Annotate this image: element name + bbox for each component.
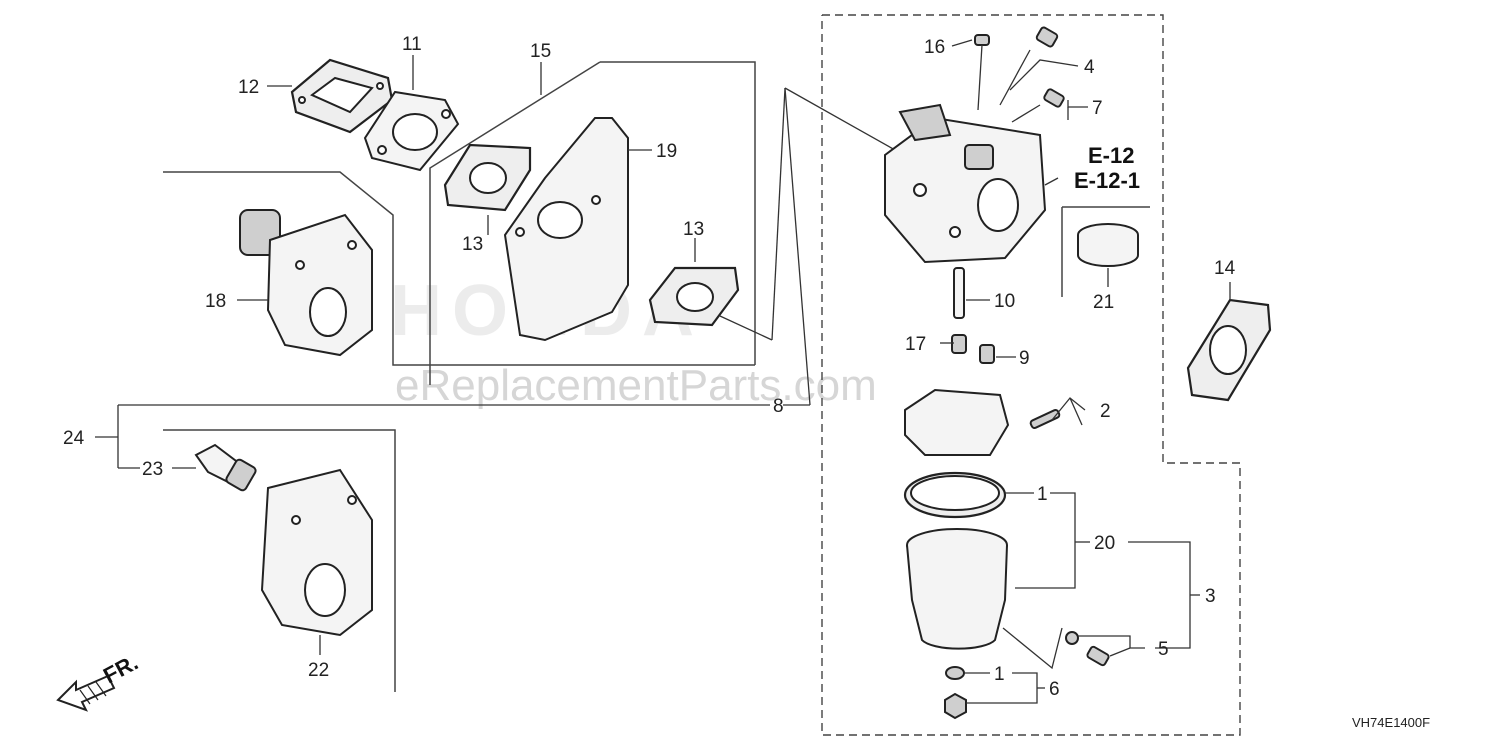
callout-1-lower: 1 xyxy=(994,664,1005,685)
callout-23: 23 xyxy=(142,459,163,480)
front-direction-indicator: FR. xyxy=(56,650,142,712)
callout-4: 4 xyxy=(1084,57,1095,78)
part-14-gasket xyxy=(1186,298,1272,402)
part-10-part-17-jets xyxy=(951,267,995,364)
part-21-cap xyxy=(1077,223,1139,267)
reference-e-12-1: E-12-1 xyxy=(1074,168,1140,193)
callout-labels: 12 11 15 19 13 13 18 24 23 22 16 4 7 10 … xyxy=(63,34,1236,700)
diagram-code: VH74E1400F xyxy=(1352,715,1430,730)
callout-24: 24 xyxy=(63,428,85,449)
part-5-drain-screw xyxy=(1065,631,1110,667)
part-22-carburetor-body xyxy=(260,468,373,637)
callout-16: 16 xyxy=(924,37,945,58)
watermark-site: eReplacementParts.com xyxy=(395,361,877,410)
callout-10: 10 xyxy=(994,291,1015,312)
reference-e-12: E-12 xyxy=(1088,143,1134,168)
callout-21: 21 xyxy=(1093,292,1114,313)
part-18-carburetor-body xyxy=(239,209,373,357)
callout-12: 12 xyxy=(238,77,259,98)
part-6-bolt xyxy=(944,666,967,720)
callout-3: 3 xyxy=(1205,586,1216,607)
callout-13-right: 13 xyxy=(683,219,704,240)
part-20-float-chamber xyxy=(906,528,1008,650)
callout-19: 19 xyxy=(656,141,677,162)
callout-11: 11 xyxy=(402,34,422,55)
part-1-o-ring xyxy=(903,471,1007,519)
part-11-insulator xyxy=(363,90,460,172)
part-16-screw xyxy=(974,34,990,111)
callout-18: 18 xyxy=(205,291,226,312)
callout-5: 5 xyxy=(1158,639,1169,660)
part-13-gasket-right xyxy=(648,266,740,327)
front-arrow-icon xyxy=(56,674,116,712)
callout-1-upper: 1 xyxy=(1037,484,1048,505)
callout-2: 2 xyxy=(1100,401,1111,422)
part-13-gasket-left xyxy=(443,143,532,212)
callout-8: 8 xyxy=(773,396,784,417)
callout-14: 14 xyxy=(1214,258,1236,279)
part-23-solenoid xyxy=(194,443,257,492)
callout-9: 9 xyxy=(1019,348,1030,369)
callout-6: 6 xyxy=(1049,679,1060,700)
callout-22: 22 xyxy=(308,660,329,681)
callout-20: 20 xyxy=(1094,533,1115,554)
part-4-part-7-screws xyxy=(999,26,1065,123)
leader-lines xyxy=(95,39,1231,704)
callout-7: 7 xyxy=(1092,98,1103,119)
part-2-float xyxy=(904,388,1061,456)
callout-15: 15 xyxy=(530,41,551,62)
callout-17: 17 xyxy=(905,334,926,355)
part-19-plate xyxy=(503,117,629,342)
assembly-frames xyxy=(118,14,1241,736)
carburetor-assembly xyxy=(884,103,1047,264)
part-12-gasket xyxy=(290,58,394,134)
callout-13-left: 13 xyxy=(462,234,483,255)
